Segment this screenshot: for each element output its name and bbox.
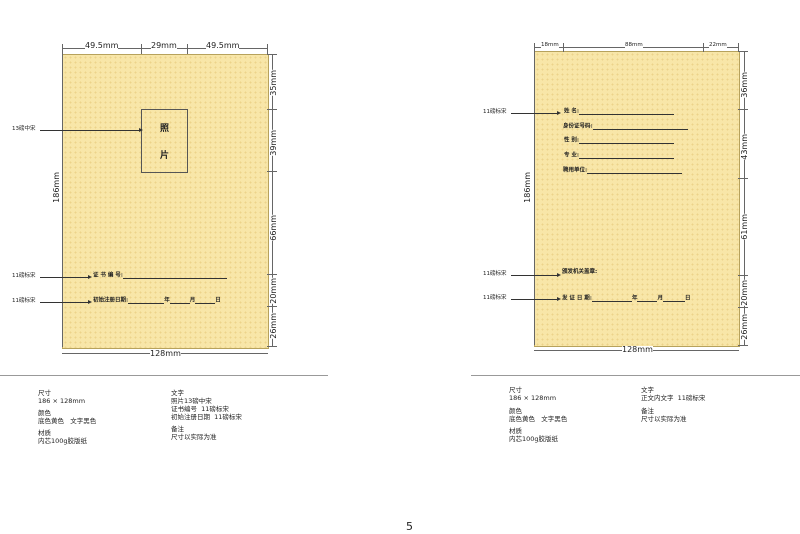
callout-photo: 13磅中宋: [12, 126, 36, 132]
cert-no-line: [122, 273, 227, 279]
photo-char-1: 照: [159, 124, 169, 134]
color-title: 颜色: [38, 409, 51, 417]
photo-box: 照 片: [141, 109, 188, 173]
id-label: 身份证号码:: [563, 123, 593, 130]
id-line: [592, 124, 688, 130]
material-title: 材质: [38, 429, 51, 437]
arrow-photo: [40, 128, 143, 132]
employer-row: 聘用单位:: [563, 167, 683, 174]
issuer-seal-row: 颁发机关盖章:: [562, 269, 598, 276]
name-row: 姓 名:: [564, 108, 675, 115]
issue-date-label: 发 证 日 期:: [562, 295, 592, 302]
callout-date: 11磅标宋: [483, 295, 507, 301]
first-reg-row: 初始注册日期: 年 月 日: [93, 298, 221, 304]
day-label: 日: [215, 297, 221, 304]
text-title: 文字: [641, 386, 654, 394]
note-title: 备注: [171, 425, 184, 433]
dim-top-3: 22mm: [709, 42, 727, 49]
dim-right-2: 43mm: [740, 134, 749, 160]
name-label: 姓 名:: [564, 108, 580, 115]
issuer-seal-label: 颁发机关盖章:: [562, 269, 598, 275]
arrow-info: [511, 111, 561, 115]
cert-no-row: 证 书 编 号:: [93, 273, 227, 279]
callout-seal: 11磅标宋: [483, 271, 507, 277]
dim-right-1: 36mm: [740, 72, 749, 98]
arrow-date: [511, 297, 561, 301]
size-title: 尺寸: [509, 386, 522, 394]
width-label: 128mm: [622, 345, 653, 354]
dim-right-1: 35mm: [269, 70, 278, 96]
text-line-1: 照片13磅中宋: [171, 397, 212, 405]
dim-right-3: 61mm: [740, 214, 749, 240]
issue-date-row: 发 证 日 期: 年 月 日: [562, 296, 691, 302]
major-label: 专 业:: [564, 152, 580, 159]
dim-right-4: 20mm: [740, 280, 749, 306]
employer-label: 聘用单位:: [563, 167, 588, 174]
separator-right: [471, 375, 800, 376]
dim-right-4: 20mm: [269, 278, 278, 304]
callout-info: 11磅标宋: [483, 109, 507, 115]
name-line: [579, 109, 675, 115]
major-line: [579, 153, 675, 159]
dim-top-2: 29mm: [151, 41, 177, 50]
arrow-date: [40, 300, 92, 304]
size-value: 186 × 128mm: [509, 394, 557, 402]
color-value: 底色黄色 文字黑色: [38, 417, 97, 425]
dim-right-5: 26mm: [269, 313, 278, 339]
text-line-1: 正文内文字 11磅标宋: [641, 394, 706, 402]
gender-line: [579, 138, 675, 144]
id-row: 身份证号码:: [563, 124, 688, 130]
dim-top-3: 49.5mm: [206, 41, 240, 50]
dim-top-1: 18mm: [541, 42, 559, 49]
color-value: 底色黄色 文字黑色: [509, 415, 568, 423]
right-card: [534, 51, 740, 347]
year-label: 年: [631, 295, 638, 302]
year-label: 年: [164, 297, 170, 304]
dim-top-2: 88mm: [625, 42, 643, 49]
callout-cert: 11磅标宋: [12, 273, 36, 279]
note-value: 尺寸以实际为准: [171, 433, 217, 441]
gender-row: 性 别:: [564, 137, 675, 144]
major-row: 专 业:: [564, 152, 675, 159]
size-value: 186 × 128mm: [38, 397, 86, 405]
text-line-3: 初始注册日期 11磅标宋: [171, 413, 242, 421]
day-label: 日: [684, 295, 691, 302]
callout-date: 11磅标宋: [12, 298, 36, 304]
note-title: 备注: [641, 407, 654, 415]
gender-label: 性 别:: [564, 137, 580, 144]
photo-char-2: 片: [159, 151, 169, 161]
height-label: 186mm: [523, 172, 532, 203]
separator-left: [0, 375, 328, 376]
left-card: [62, 54, 269, 349]
material-value: 内芯100g胶版纸: [509, 435, 559, 443]
dim-right-3: 66mm: [269, 215, 278, 241]
employer-line: [587, 168, 683, 174]
height-label: 186mm: [52, 172, 61, 203]
month-label: 月: [657, 295, 663, 302]
cert-no-label: 证 书 编 号:: [93, 272, 123, 279]
note-value: 尺寸以实际为准: [641, 415, 687, 423]
page-number: 5: [406, 520, 413, 533]
text-title: 文字: [171, 389, 184, 397]
month-label: 月: [189, 297, 196, 304]
arrow-seal: [511, 273, 561, 277]
dim-right-5: 26mm: [740, 314, 749, 340]
arrow-cert: [40, 275, 92, 279]
width-label: 128mm: [150, 349, 181, 358]
size-title: 尺寸: [38, 389, 51, 397]
material-value: 内芯100g胶版纸: [38, 437, 88, 445]
dim-right-2: 39mm: [269, 130, 278, 156]
material-title: 材质: [509, 427, 522, 435]
dim-top-1: 49.5mm: [85, 41, 119, 50]
text-line-2: 证书编号 11磅标宋: [171, 405, 229, 413]
first-reg-label: 初始注册日期:: [93, 297, 129, 304]
color-title: 颜色: [509, 407, 522, 415]
